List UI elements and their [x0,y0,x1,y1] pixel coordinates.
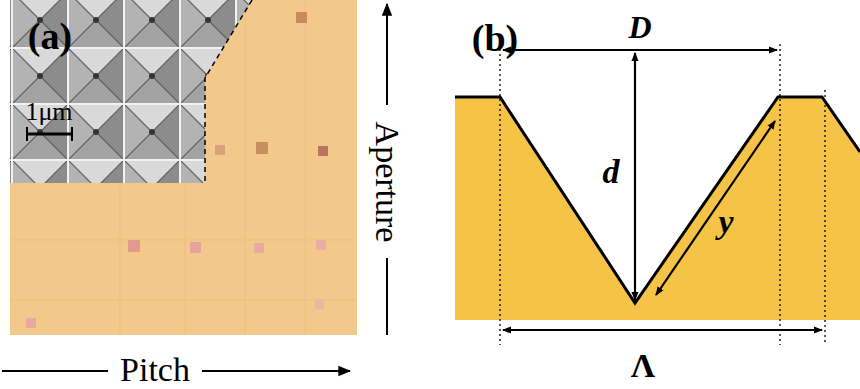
sem-inset [10,0,260,185]
panel-letter: (b) [472,19,518,57]
guide-lines [500,44,825,345]
scale-label: 1μm [25,99,72,125]
dimension-label: Λ [631,349,655,383]
scale-bar [27,127,72,141]
dimension-label: D [628,11,651,43]
gold-substrate [455,97,860,320]
dimension-label: d [603,155,620,189]
surface-outline [455,97,860,303]
sample-field [10,0,357,335]
field-grid [10,0,357,335]
dimension-label: y [718,205,733,239]
micrograph [10,0,357,335]
groove-section [455,44,860,345]
inset-boundary [205,0,252,183]
panel-letter: (a) [28,17,72,55]
axis-label: Aperture [370,122,404,243]
dimension-arrows [503,50,822,330]
axis-label: Pitch [120,353,190,387]
